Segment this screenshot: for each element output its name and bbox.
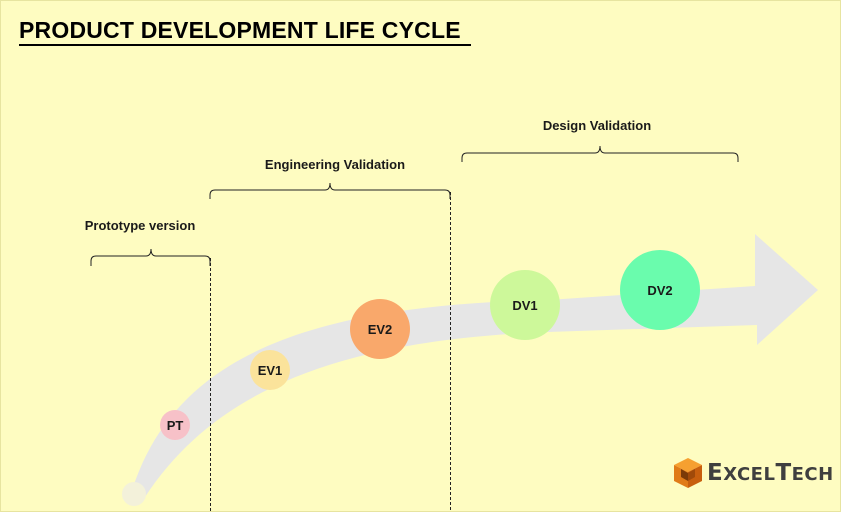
stage-label-engineering: Engineering Validation: [265, 157, 405, 172]
node-dv2-label: DV2: [647, 283, 672, 298]
node-pt-label: PT: [167, 418, 184, 433]
node-ev1-label: EV1: [258, 363, 283, 378]
brace-engineering: [209, 182, 451, 199]
brace-prototype: [90, 248, 211, 266]
node-dv2-circle: [620, 250, 700, 330]
node-ev1: EV1: [250, 350, 290, 390]
brace-design: [461, 145, 739, 162]
node-dv1-circle: [490, 270, 560, 340]
logo-text: EXCELTECH: [707, 460, 834, 486]
node-dv1-label: DV1: [512, 298, 537, 313]
node-ev2: EV2: [350, 299, 410, 359]
logo-letter-t: T: [775, 460, 792, 486]
start-node: [122, 482, 146, 506]
stage-label-prototype: Prototype version: [85, 218, 196, 233]
exceltech-logo: EXCELTECH: [673, 457, 834, 489]
node-dv2: DV2: [620, 250, 700, 330]
node-ev1-circle: [250, 350, 290, 390]
cube-logo-icon: [674, 458, 702, 488]
stage-label-design: Design Validation: [543, 118, 651, 133]
node-ev2-circle: [350, 299, 410, 359]
logo-ech: ECH: [791, 464, 834, 485]
node-pt-circle: [160, 410, 190, 440]
node-ev2-label: EV2: [368, 322, 393, 337]
title-underline: [19, 44, 471, 46]
node-pt: PT: [160, 410, 190, 440]
logo-xcel: XCEL: [723, 464, 776, 485]
node-dv1: DV1: [490, 270, 560, 340]
page-title: PRODUCT DEVELOPMENT LIFE CYCLE: [19, 17, 461, 43]
logo-letter-e: E: [707, 460, 724, 486]
